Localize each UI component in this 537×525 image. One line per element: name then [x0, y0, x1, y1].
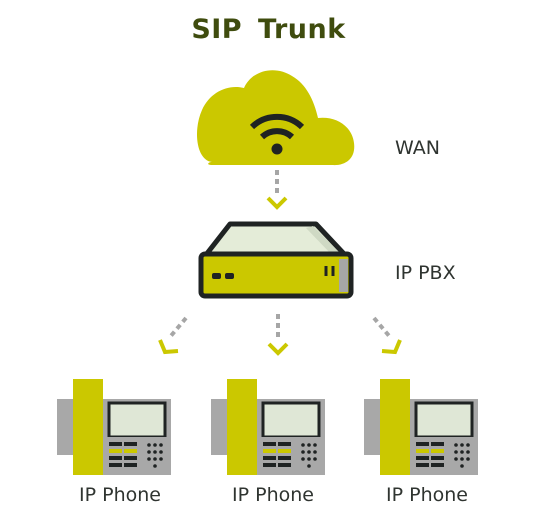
ip-phone-label-2: IP Phone	[232, 484, 314, 506]
ip-pbx-device-icon	[198, 221, 354, 299]
ip-phone-label-3: IP Phone	[386, 484, 468, 506]
diagram-title: SIP Trunk	[191, 14, 346, 45]
arrow-pbx-to-phone-2	[267, 314, 289, 356]
arrow-pbx-to-phone-1	[158, 316, 188, 355]
ip-phone-icon-1	[55, 377, 173, 477]
arrow-pbx-to-phone-3	[372, 316, 402, 355]
ip-pbx-label: IP PBX	[395, 262, 456, 284]
ip-phone-label-1: IP Phone	[79, 484, 161, 506]
ip-phone-icon-2	[209, 377, 327, 477]
wan-label: WAN	[395, 137, 440, 159]
wan-cloud-icon	[196, 70, 355, 166]
ip-phone-icon-3	[362, 377, 480, 477]
arrow-wan-to-pbx	[266, 170, 288, 210]
